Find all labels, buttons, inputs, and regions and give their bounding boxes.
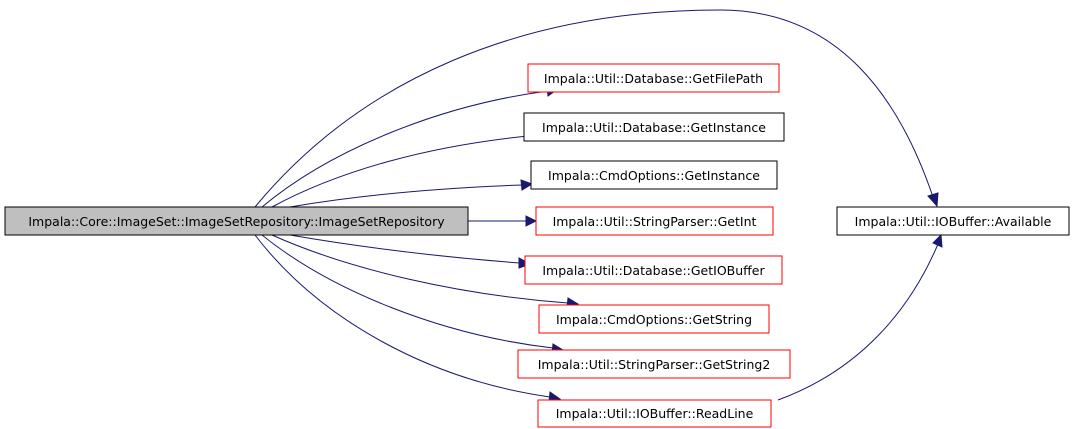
nodes: Impala::Core::ImageSet::ImageSetReposito… (4, 63, 1070, 428)
arrow-head (525, 215, 538, 227)
callee-node[interactable]: Impala::Util::IOBuffer::ReadLine (537, 399, 772, 428)
callee-node[interactable]: Impala::Util::StringParser::GetInt (535, 206, 774, 236)
callee-node-label: Impala::CmdOptions::GetString (556, 312, 752, 327)
callee-node-label: Impala::Util::StringParser::GetString2 (538, 357, 771, 372)
end-node-label: Impala::Util::IOBuffer::Available (855, 214, 1052, 229)
callee-node-label: Impala::Util::StringParser::GetInt (553, 214, 757, 229)
callee-node-label: Impala::Util::Database::GetInstance (542, 120, 766, 135)
edge-root-to-cmd-getinstance (289, 184, 523, 208)
callee-node[interactable]: Impala::CmdOptions::GetString (538, 304, 770, 334)
callee-node-label: Impala::Util::Database::GetFilePath (544, 71, 763, 86)
edge-root-to-readline (254, 234, 551, 398)
edge-root-to-db-getinstance (271, 135, 529, 208)
edge-root-to-getstring (271, 234, 569, 304)
callee-node[interactable]: Impala::CmdOptions::GetInstance (530, 160, 778, 190)
edge-root-to-getiobuffer (289, 234, 521, 264)
callee-node[interactable]: Impala::Util::StringParser::GetString2 (517, 349, 791, 379)
arrow-head (932, 233, 943, 248)
callee-node-label: Impala::CmdOptions::GetInstance (548, 168, 760, 183)
callee-node-label: Impala::Util::IOBuffer::ReadLine (556, 406, 754, 421)
edge-root-to-getstring2 (261, 234, 554, 349)
callee-node[interactable]: Impala::Util::Database::GetInstance (523, 112, 785, 142)
edge-readline-to-available (777, 243, 939, 401)
callee-node-label: Impala::Util::Database::GetIOBuffer (542, 263, 765, 278)
edge-root-to-getfilepath (261, 90, 549, 208)
arrow-head (520, 179, 534, 191)
end-node[interactable]: Impala::Util::IOBuffer::Available (836, 206, 1070, 236)
root-node[interactable]: Impala::Core::ImageSet::ImageSetReposito… (4, 206, 469, 236)
callee-node[interactable]: Impala::Util::Database::GetIOBuffer (524, 255, 783, 285)
arrow-head (927, 192, 939, 208)
callee-node[interactable]: Impala::Util::Database::GetFilePath (527, 63, 780, 93)
edge-root-to-available (254, 9, 934, 208)
root-node-label: Impala::Core::ImageSet::ImageSetReposito… (28, 214, 445, 229)
